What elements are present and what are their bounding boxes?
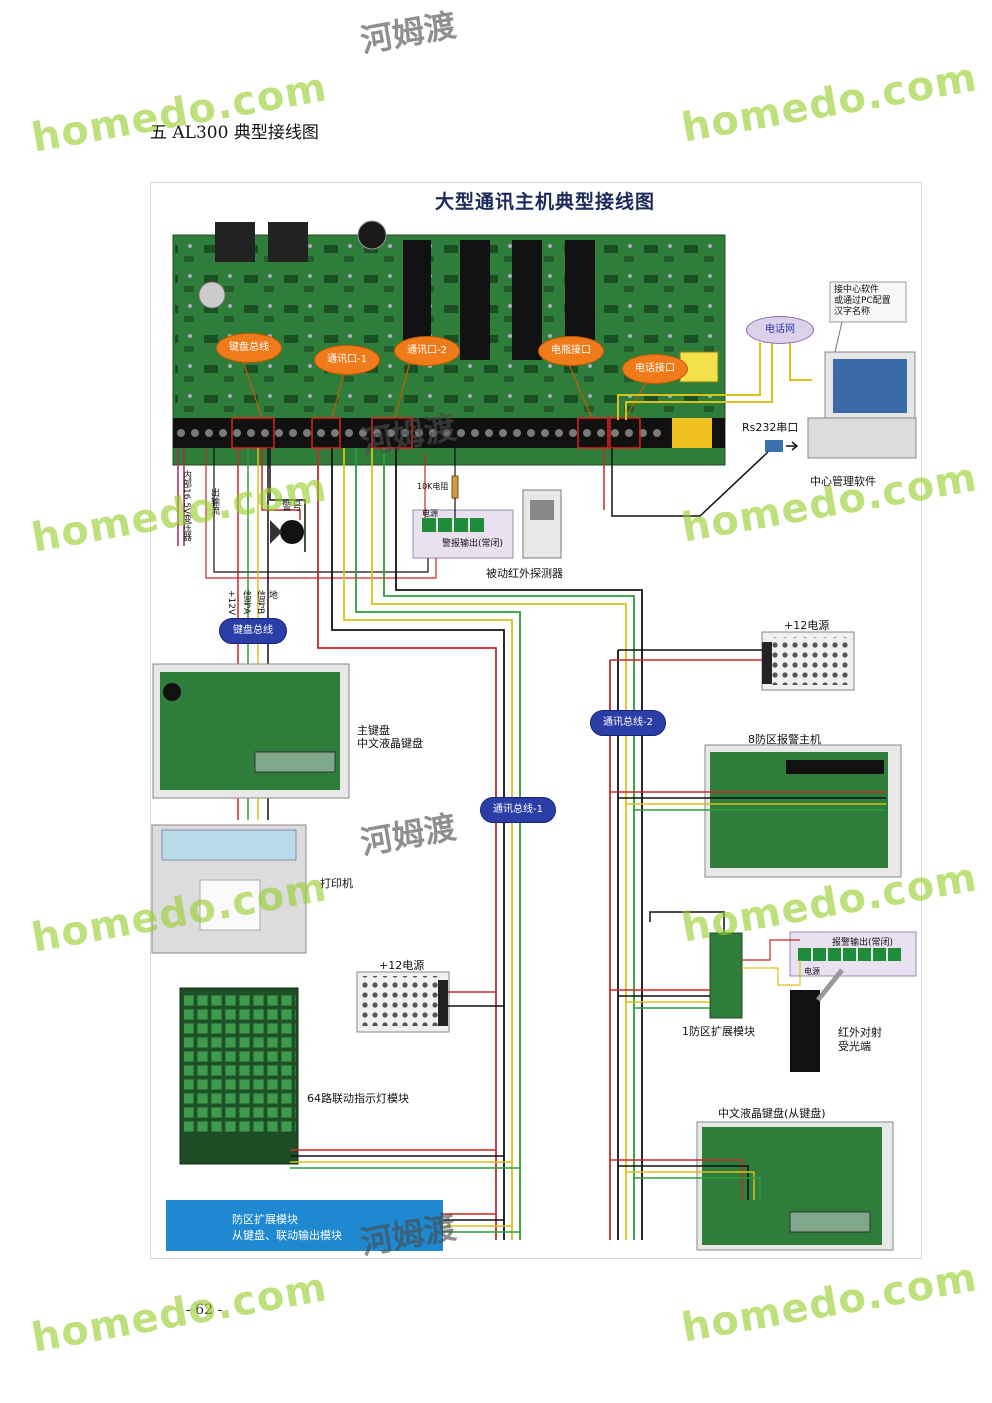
phone-line-wire-3 [789, 330, 812, 381]
ir-terminal-screws [798, 948, 901, 961]
ir-receiver-body [790, 990, 820, 1072]
printer-cover [161, 829, 297, 861]
resistor-label: 10K电阻 [417, 482, 449, 491]
pc-note-pointer [834, 321, 843, 353]
pcb-capacitor-1 [357, 220, 387, 250]
expansion-label-1: 防区扩展模块 [232, 1213, 298, 1226]
psu-left-terminal [438, 980, 448, 1026]
pcb-relay [672, 418, 712, 448]
pir-detector-lens [530, 500, 554, 520]
label-leaders [241, 357, 649, 419]
led-module-label: 64路联动指示灯模块 [307, 1092, 409, 1105]
wire-label-signal-b: 信号B [255, 590, 265, 615]
main-keypad-buzzer [163, 683, 181, 701]
ir-pointer [816, 968, 844, 1002]
ir-power-label: 电源 [804, 967, 820, 976]
label-comm-port-2: 通讯口-2 [394, 336, 460, 366]
pir-alarm-output-label: 警报输出(常闭) [442, 539, 504, 549]
rs232-connector [765, 440, 783, 452]
psu-right-terminal [762, 642, 772, 684]
pcb-terminal-screws [177, 429, 661, 437]
wire-label-signal-a: 信号A [241, 590, 251, 615]
pcb-capacitor-2 [198, 281, 226, 309]
comm-bus-2-wires [371, 448, 643, 1240]
center-software-label: 中心管理软件 [810, 475, 876, 488]
ir-receiver-label-1: 红外对射 [838, 1026, 882, 1039]
pcb-heatsink-2 [268, 222, 308, 262]
center-software-note: 接中心软件 或通过PC配置 汉字名称 [834, 285, 891, 317]
comm-bus-1-wires [317, 448, 521, 1240]
label-comm-port-1: 通讯口-1 [314, 345, 380, 375]
zone1-module-board [709, 932, 743, 1019]
led-module-wires [290, 1149, 520, 1169]
siren-label: 警号 [282, 502, 302, 513]
zone8-host-wires [610, 791, 886, 811]
pcb-heatsink-1 [215, 222, 255, 262]
pcb-chip-4 [565, 240, 595, 340]
psu-left-grille [360, 976, 438, 1026]
output-label: 出输流 [209, 488, 219, 515]
main-keypad-label-1: 主键盘 [357, 724, 390, 737]
main-keypad-lcd [254, 751, 336, 773]
zone8-host-terminal [786, 760, 884, 774]
pc-tower [807, 417, 917, 459]
comm-bus-2-tag: 通讯总线-2 [590, 710, 666, 736]
phone-line-wire-1 [617, 342, 761, 420]
slave-keypad-lcd [789, 1211, 871, 1233]
wire-label-12v: +12V [226, 590, 236, 616]
rs232-arrow [786, 441, 799, 451]
comm-bus-1-tag: 通讯总线-1 [480, 797, 556, 823]
wire-label-ground: 地 [267, 590, 277, 599]
phone-line-wire-2 [625, 342, 773, 420]
keypad-bus-tag: 键盘总线 [219, 618, 287, 644]
zone-loop-black [213, 448, 429, 573]
pcb-chip-3 [512, 240, 542, 360]
psu-left-label: +12电源 [379, 959, 425, 972]
ir-wire-1 [742, 939, 800, 961]
main-pcb-components [175, 237, 723, 417]
transformer-label: 内部16.5V变压器 [181, 470, 191, 542]
zone1-module-label: 1防区扩展模块 [682, 1025, 755, 1038]
pir-terminal-power-label: 电源 [422, 509, 438, 518]
printer-paper [199, 879, 261, 931]
ir-wire-2 [742, 960, 801, 986]
pcb-chip-2 [460, 240, 490, 360]
printer-label: 打印机 [320, 877, 353, 890]
siren-wire-black [269, 448, 306, 552]
pc-note-box [829, 281, 907, 323]
expansion-wires [443, 1213, 520, 1233]
page-number: - 62 - [186, 1302, 223, 1318]
slave-keypad-wires [610, 1159, 761, 1200]
rs232-label: Rs232串口 [742, 421, 799, 434]
siren-icon [270, 520, 304, 544]
label-power-port: 电瓶接口 [538, 336, 604, 366]
led-module-grid [184, 992, 296, 1132]
zone-loop-red [205, 448, 437, 579]
pcb-chip-1 [403, 240, 431, 350]
siren-wire-red [261, 448, 301, 520]
psu-right-grille [772, 637, 850, 685]
expansion-module-box: 防区扩展模块 从键盘、联动输出模块 [166, 1200, 443, 1251]
pir-detector-label: 被动红外探测器 [486, 567, 563, 580]
ir-alarm-output-label: 报警输出(常闭) [832, 938, 894, 948]
pir-terminal-screws [422, 518, 484, 532]
phone-network-label: 电话网 [746, 316, 814, 344]
label-keypad-bus: 键盘总线 [216, 333, 282, 363]
expansion-label-2: 从键盘、联动输出模块 [232, 1229, 342, 1242]
main-keypad-label-2: 中文液晶键盘 [357, 737, 423, 750]
rs232-cable [611, 448, 769, 517]
pc-screen [833, 359, 907, 413]
diagram-title: 大型通讯主机典型接线图 [434, 191, 655, 213]
ir-receiver-label-2: 受光端 [838, 1040, 871, 1053]
psu-right-label: +12电源 [784, 619, 830, 632]
slave-keypad-label: 中文液晶键盘(从键盘) [718, 1107, 826, 1120]
resistor-icon [451, 475, 459, 499]
zone8-host-label: 8防区报警主机 [748, 733, 821, 746]
label-phone-port: 电话接口 [622, 354, 688, 384]
page-heading: 五 AL300 典型接线图 [150, 123, 319, 143]
zone1-module-wires [610, 911, 725, 1009]
